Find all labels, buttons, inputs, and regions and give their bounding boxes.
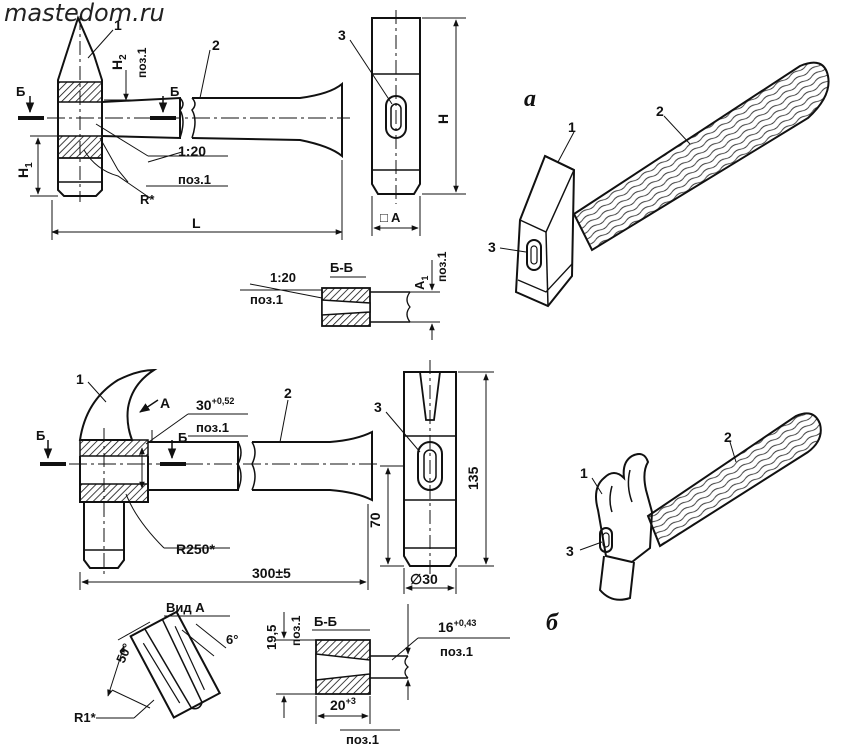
bottom-cut-b-left-label: Б (36, 428, 45, 443)
bottom-front-pos3-label: 3 (374, 399, 382, 415)
top-section-bb-label: Б-Б (330, 260, 353, 275)
bottom-slot-dim-label: 30+0,52 (196, 396, 234, 413)
top-iso-pos1-label: 1 (568, 119, 576, 135)
bottom-isometric-hammer (579, 412, 822, 601)
bottom-cut-b-right-label: Б (178, 430, 187, 445)
bottom-d16-label: 16+0,43 (438, 618, 476, 635)
top-taper-label: 1:20 (178, 143, 206, 159)
top-section-letter: а (524, 86, 536, 112)
top-section-bb (240, 260, 440, 340)
bottom-section-bb-label: Б-Б (314, 614, 337, 629)
top-pos2-label: 2 (212, 37, 220, 53)
bottom-d195-label: 19,5 (264, 625, 279, 650)
top-a1-label: A1 (412, 276, 430, 290)
top-a1-poz1-label: поз.1 (435, 251, 449, 282)
bottom-iso-pos3-label: 3 (566, 543, 574, 559)
bottom-iso-pos2-label: 2 (724, 429, 732, 445)
top-side-view (18, 15, 350, 240)
top-length-label: L (192, 215, 201, 231)
top-iso-pos3-label: 3 (488, 239, 496, 255)
bottom-d20-poz1-label: поз.1 (346, 732, 379, 747)
bottom-ang50-label: 50° (113, 641, 135, 665)
top-pos1-label: 1 (114, 17, 122, 33)
bottom-view-a-arrow-label: A (160, 395, 170, 411)
bottom-pos2-label: 2 (284, 385, 292, 401)
bottom-d195-poz1-label: поз.1 (289, 615, 303, 646)
top-cut-b-left-label: Б (16, 84, 25, 99)
top-section-taper-label: 1:20 (270, 270, 296, 285)
bottom-iso-pos1-label: 1 (580, 465, 588, 481)
bottom-ang6-label: 6° (226, 632, 238, 647)
top-isometric-hammer (499, 61, 830, 308)
top-h2-poz1-label: поз.1 (135, 47, 149, 78)
bottom-slot-poz1-label: поз.1 (196, 420, 229, 435)
bottom-r1-label: R1* (74, 710, 97, 725)
top-radius-label: R* (140, 192, 155, 207)
bottom-section-letter: б (546, 610, 559, 636)
top-poz1-label: поз.1 (178, 172, 211, 187)
top-section-poz1-label: поз.1 (250, 292, 283, 307)
watermark-text: mastedom.ru (4, 0, 165, 27)
bottom-side-view (40, 368, 380, 590)
top-cut-b-right-label: Б (170, 84, 179, 99)
top-square-a-label: □ A (380, 210, 401, 225)
bottom-front-view (380, 360, 494, 594)
bottom-d16-poz1-label: поз.1 (440, 644, 473, 659)
top-h2-label: H2 (109, 54, 129, 70)
bottom-d20-label: 20+3 (330, 696, 356, 713)
bottom-h70-label: 70 (367, 512, 383, 528)
top-front-pos3-label: 3 (338, 27, 346, 43)
bottom-radius-label: R250* (176, 541, 215, 557)
top-height-label: H (435, 114, 451, 124)
top-front-view (349, 10, 466, 236)
bottom-pos1-label: 1 (76, 371, 84, 387)
bottom-section-bb (276, 604, 510, 731)
bottom-diameter-label: ∅30 (410, 571, 438, 587)
bottom-view-a (96, 610, 230, 719)
bottom-height-label: 135 (465, 466, 481, 490)
top-iso-pos2-label: 2 (656, 103, 664, 119)
bottom-view-a-label: Вид А (166, 600, 205, 615)
bottom-length-label: 300±5 (252, 565, 291, 581)
top-h1-label: H1 (15, 162, 35, 178)
